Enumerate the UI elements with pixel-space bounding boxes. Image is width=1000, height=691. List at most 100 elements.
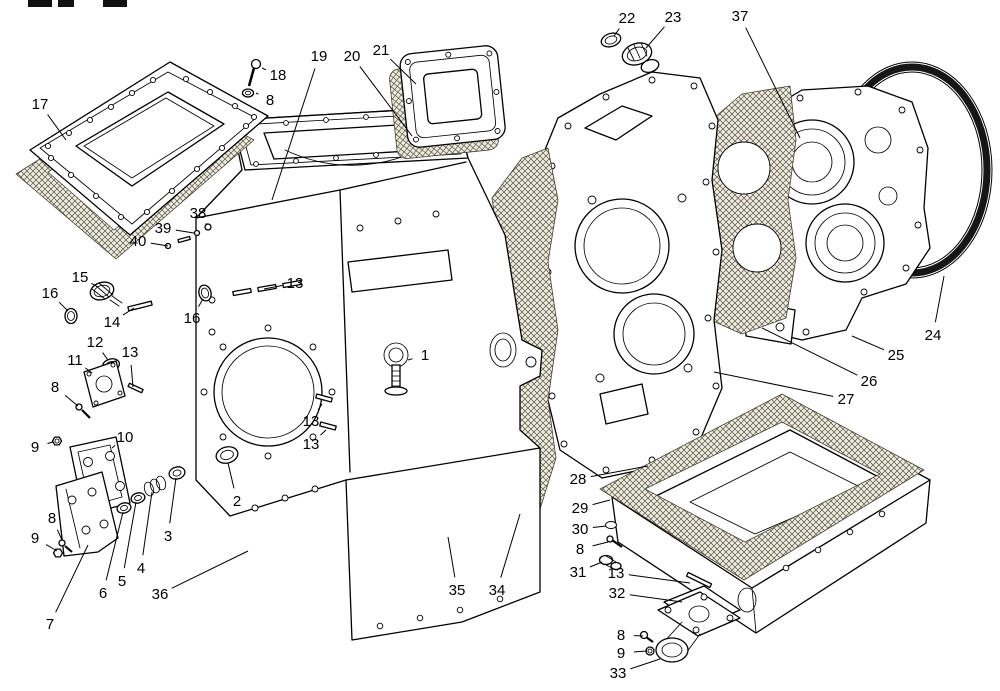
callout-label: 21: [373, 42, 390, 59]
callout-label: 33: [610, 665, 627, 682]
callout-label: 9: [617, 645, 625, 662]
callout-leader-line: [851, 335, 885, 351]
scan-artifacts: [28, 0, 127, 7]
callout-leader-line: [255, 92, 259, 95]
callout-leader-line: [56, 529, 63, 541]
callout-leader-line: [169, 477, 177, 524]
part-33-flanged-cover: [655, 591, 741, 663]
callout-leader-line: [500, 513, 521, 578]
callout-label: 18: [270, 67, 287, 84]
callout-leader-line: [47, 441, 54, 445]
callout-label: 14: [104, 314, 121, 331]
callout-leader-line: [105, 511, 124, 581]
part-28-oil-pan-gasket: [599, 393, 925, 581]
part-16-ring-right: [198, 284, 212, 302]
callout-leader-line: [261, 67, 267, 71]
part-4-spring: [143, 475, 167, 497]
callout-leader-line: [271, 68, 316, 201]
part-11-cover: [83, 360, 126, 408]
callout-label: 16: [184, 310, 201, 327]
callout-leader-line: [171, 550, 249, 589]
part-27-bearing-plate: [539, 71, 723, 479]
callout-leader-line: [123, 501, 137, 569]
part-5-washer: [130, 492, 146, 504]
callout-label: 16: [42, 285, 59, 302]
callout-label: 8: [266, 92, 274, 109]
callout-label: 8: [576, 541, 584, 558]
callout-leader-line: [713, 371, 834, 397]
callout-leader-line: [389, 58, 417, 85]
callout-leader-line: [85, 367, 93, 374]
part-17-top-cover: [29, 61, 269, 236]
callout-leader-line: [761, 327, 858, 376]
callout-label: 10: [117, 429, 134, 446]
callout-label: 9: [31, 530, 39, 547]
part-26-gasket: [701, 85, 797, 335]
callout-label: 36: [152, 586, 169, 603]
callout-label: 4: [137, 560, 145, 577]
part-30-washer: [605, 521, 617, 529]
callout-label: 19: [311, 48, 328, 65]
callout-leader-line: [934, 275, 945, 323]
callout-label: 32: [609, 585, 626, 602]
callout-leader-line: [592, 541, 609, 547]
callout-label: 39: [155, 220, 172, 237]
callout-label: 31: [570, 564, 587, 581]
callout-leader-line: [263, 284, 283, 290]
part-31-plug: [598, 554, 622, 571]
callout-leader-line: [58, 301, 69, 312]
callout-label: 12: [87, 334, 104, 351]
callout-label: 8: [48, 510, 56, 527]
callout-label: 25: [888, 347, 905, 364]
callout-leader-line: [629, 594, 683, 603]
callout-label: 28: [570, 471, 587, 488]
callout-label: 6: [99, 585, 107, 602]
callout-leader-line: [407, 358, 413, 361]
part-13-stud-cover-left: [127, 382, 144, 394]
callout-leader-line: [630, 658, 661, 670]
callout-leader-line: [122, 307, 135, 316]
callout-leader-line: [45, 544, 58, 552]
callout-label: 34: [489, 582, 506, 599]
callout-leader-line: [227, 462, 235, 489]
part-9-nut-cover: [645, 646, 655, 656]
callout-leader-line: [633, 650, 648, 653]
part-6-washer: [116, 502, 132, 514]
callout-leader-line: [205, 223, 208, 226]
part-13-stud-cover: [685, 571, 713, 589]
callout-leader-line: [590, 465, 649, 478]
part-2-plug: [215, 446, 239, 464]
part-22-cap: [600, 32, 622, 48]
callout-label: 1: [421, 347, 429, 364]
part-13-studs-right: [315, 393, 337, 431]
part-15-breather: [89, 281, 123, 307]
callout-label: 23: [665, 9, 682, 26]
part-8-bolt-lower-left: [58, 539, 73, 553]
callout-label: 13: [287, 275, 304, 292]
callout-label: 38: [190, 205, 207, 222]
callout-leader-line: [359, 66, 413, 137]
part-9-nut-upper-left: [51, 436, 63, 446]
callout-label: 8: [51, 379, 59, 396]
callout-label: 40: [130, 233, 147, 250]
part-9-nut-lower-left: [52, 548, 64, 558]
callout-leader-line: [592, 499, 611, 506]
callout-leader-line: [91, 282, 99, 288]
part-8-washer-top: [241, 88, 255, 98]
callout-leader-line: [198, 298, 204, 307]
part-16-ring-left: [64, 307, 78, 325]
callout-label: 24: [925, 327, 942, 344]
callout-leader-line: [613, 28, 620, 37]
callout-label: 20: [344, 48, 361, 65]
callout-leader-line: [320, 429, 327, 436]
callout-label: 3: [164, 528, 172, 545]
callout-leader-line: [589, 561, 603, 568]
callout-leader-line: [592, 525, 607, 529]
callout-label: 2: [233, 493, 241, 510]
part-18-bolt: [247, 58, 262, 87]
part-8-bolt-drain: [606, 535, 623, 548]
callout-label: 15: [72, 269, 89, 286]
callout-label: 11: [67, 352, 83, 369]
